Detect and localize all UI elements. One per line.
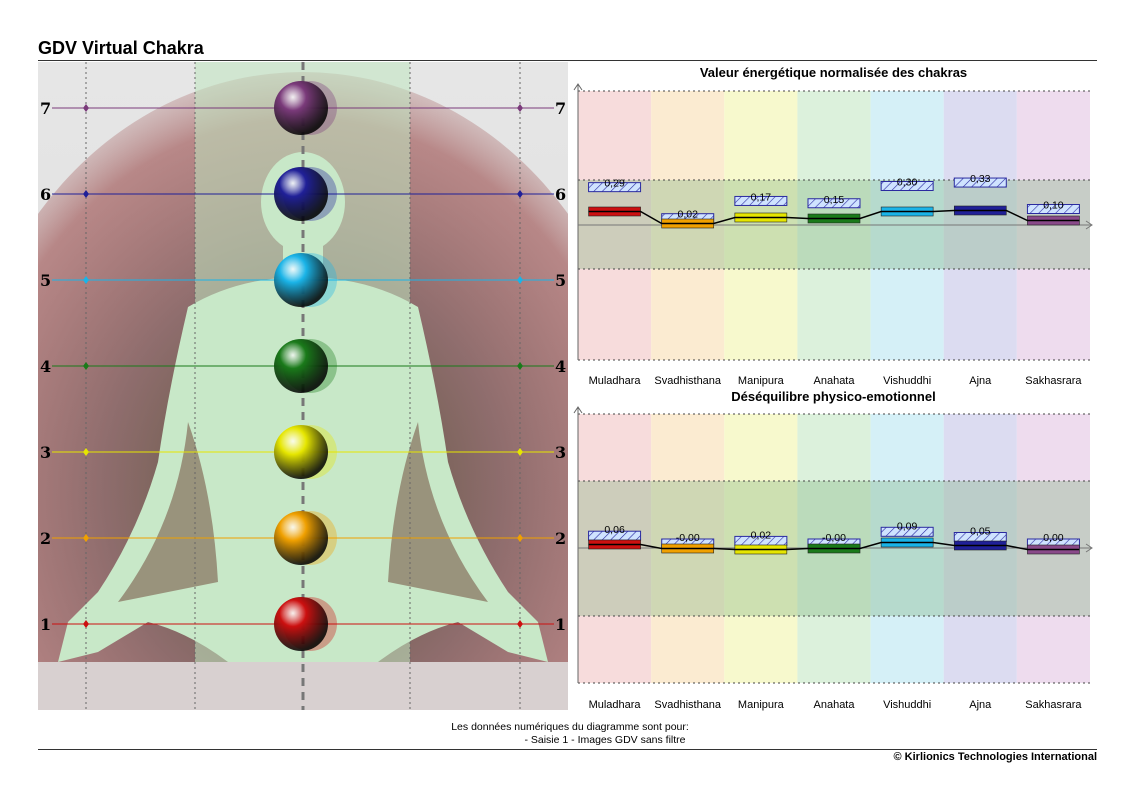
level-marker [83, 620, 89, 628]
category-label: Anahata [814, 699, 856, 711]
category-label: Muladhara [589, 375, 642, 387]
x-axis-arrow [1085, 220, 1093, 230]
value-bar-hatched [880, 526, 934, 537]
chakra-sphere [274, 339, 328, 393]
value-label: 0,09 [897, 520, 918, 532]
energy-chart: Valeur énergétique normalisée des chakra… [573, 65, 1093, 387]
category-label: Ajna [969, 375, 992, 387]
level-label-left: 6 [40, 185, 51, 204]
header-rule [38, 60, 1097, 61]
value-label: 0,30 [897, 177, 918, 189]
value-bar-hatched [1026, 204, 1080, 214]
value-label: 0,06 [604, 524, 625, 536]
level-label-right: 7 [555, 99, 566, 118]
x-axis-arrow [1085, 543, 1093, 553]
category-label: Svadhisthana [654, 699, 722, 711]
category-label: Anahata [814, 375, 856, 387]
category-label: Sakhasrara [1025, 699, 1082, 711]
level-label-right: 4 [555, 357, 566, 376]
value-label: 0,15 [824, 194, 845, 206]
value-label: 0,02 [677, 209, 698, 221]
level-marker [83, 534, 89, 542]
footer-rule [38, 749, 1097, 750]
chart-title: Déséquilibre physico-emotionnel [731, 389, 935, 404]
level-label-right: 6 [555, 185, 566, 204]
level-marker [517, 362, 523, 370]
level-marker [517, 620, 523, 628]
level-label-left: 3 [40, 443, 51, 462]
level-marker [517, 534, 523, 542]
level-marker [517, 448, 523, 456]
level-label-left: 1 [40, 615, 51, 634]
value-label: 0,00 [1043, 532, 1064, 544]
value-bar-hatched [807, 198, 861, 209]
value-bar-hatched [734, 195, 788, 206]
imbalance-chart: Déséquilibre physico-emotionnel 0,06Mulad… [573, 389, 1093, 711]
level-label-right: 3 [555, 443, 566, 462]
y-axis-arrow [573, 406, 583, 414]
value-bar-hatched [953, 177, 1007, 188]
level-marker [83, 104, 89, 112]
value-label: 0,10 [1043, 200, 1064, 212]
category-label: Vishuddhi [883, 699, 931, 711]
value-label: 0,05 [970, 526, 991, 538]
value-bar-hatched [880, 181, 934, 191]
chakra-body-figure: 1 1 2 2 3 3 4 4 5 5 6 6 7 7 [38, 62, 568, 710]
chakra-sphere [274, 597, 328, 651]
footnote-line2: - Saisie 1 - Images GDV sans filtre [524, 734, 686, 746]
level-marker [83, 276, 89, 284]
level-label-left: 7 [40, 99, 51, 118]
level-marker [517, 276, 523, 284]
page-title: GDV Virtual Chakra [38, 38, 204, 58]
category-label: Vishuddhi [883, 375, 931, 387]
value-label: 0,17 [751, 191, 772, 203]
level-marker [83, 362, 89, 370]
category-label: Svadhisthana [654, 375, 722, 387]
level-label-right: 5 [555, 271, 566, 290]
value-label: 0,29 [604, 178, 625, 190]
level-marker [517, 190, 523, 198]
level-label-left: 5 [40, 271, 51, 290]
value-bar-hatched [588, 182, 642, 193]
level-label-right: 2 [555, 529, 566, 548]
level-label-right: 1 [555, 615, 566, 634]
level-marker [83, 190, 89, 198]
value-label: 0,02 [751, 529, 772, 541]
level-label-left: 4 [40, 357, 51, 376]
category-label: Sakhasrara [1025, 375, 1082, 387]
category-label: Ajna [969, 699, 992, 711]
y-axis-arrow [573, 83, 583, 91]
value-label: -0,00 [822, 532, 846, 544]
series-line [588, 541, 1080, 551]
shadow-right [388, 422, 488, 602]
level-marker [517, 104, 523, 112]
category-label: Muladhara [589, 699, 642, 711]
copyright: © Kirlionics Technologies International [893, 751, 1097, 763]
shadow-left [118, 422, 218, 602]
value-label: -0,00 [676, 532, 700, 544]
category-label: Manipura [738, 375, 785, 387]
chakra-sphere [274, 511, 328, 565]
category-label: Manipura [738, 699, 785, 711]
chakra-sphere [274, 253, 328, 307]
level-marker [83, 448, 89, 456]
footnote-line1: Les données numériques du diagramme sont… [451, 721, 689, 733]
chakra-sphere [274, 81, 328, 135]
series-line [588, 209, 1080, 225]
value-label: 0,33 [970, 173, 991, 185]
level-label-left: 2 [40, 529, 51, 548]
chakra-sphere [274, 425, 328, 479]
chart-title: Valeur énergétique normalisée des chakra… [700, 65, 967, 80]
chakra-sphere [274, 167, 328, 221]
